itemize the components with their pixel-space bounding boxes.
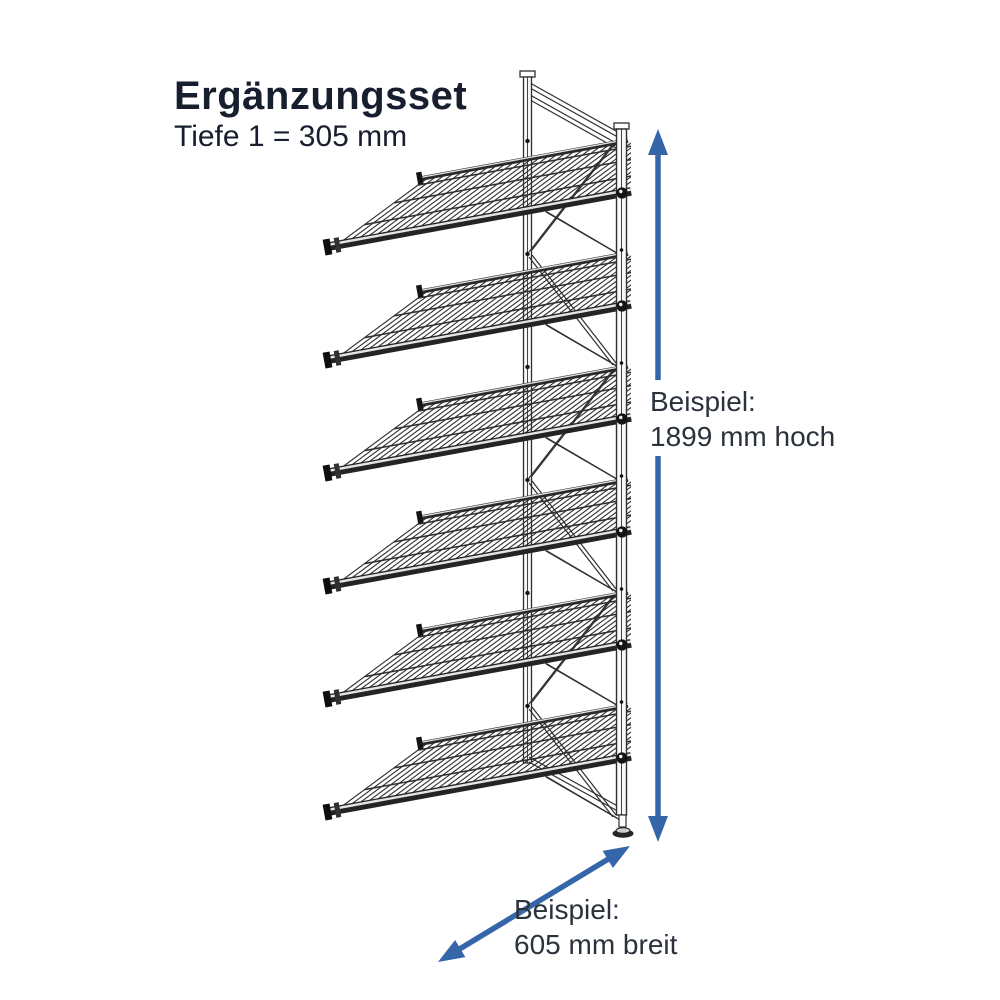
frame-back-post <box>519 70 625 818</box>
shelf-3 <box>322 363 632 482</box>
width-annotation-line2: 605 mm breit <box>514 929 678 960</box>
height-annotation: Beispiel: 1899 mm hoch <box>650 384 835 454</box>
width-annotation-line1: Beispiel: <box>514 894 620 925</box>
page-title: Ergänzungsset <box>174 74 468 118</box>
shelf-5 <box>322 589 632 708</box>
shelf-4 <box>322 476 632 595</box>
width-annotation: Beispiel: 605 mm breit <box>514 892 677 962</box>
width-arrow <box>438 846 630 962</box>
height-annotation-line2: 1899 mm hoch <box>650 421 836 452</box>
frame-front-post <box>613 122 630 816</box>
depth-subtitle: Tiefe 1 = 305 mm <box>174 120 408 153</box>
shelf-brackets <box>616 187 628 764</box>
leveling-foot <box>612 814 634 838</box>
height-annotation-line1: Beispiel: <box>650 386 756 417</box>
shelves <box>322 137 632 821</box>
shelf-2 <box>322 250 632 369</box>
height-arrow <box>648 129 668 842</box>
shelf-6 <box>322 702 632 821</box>
